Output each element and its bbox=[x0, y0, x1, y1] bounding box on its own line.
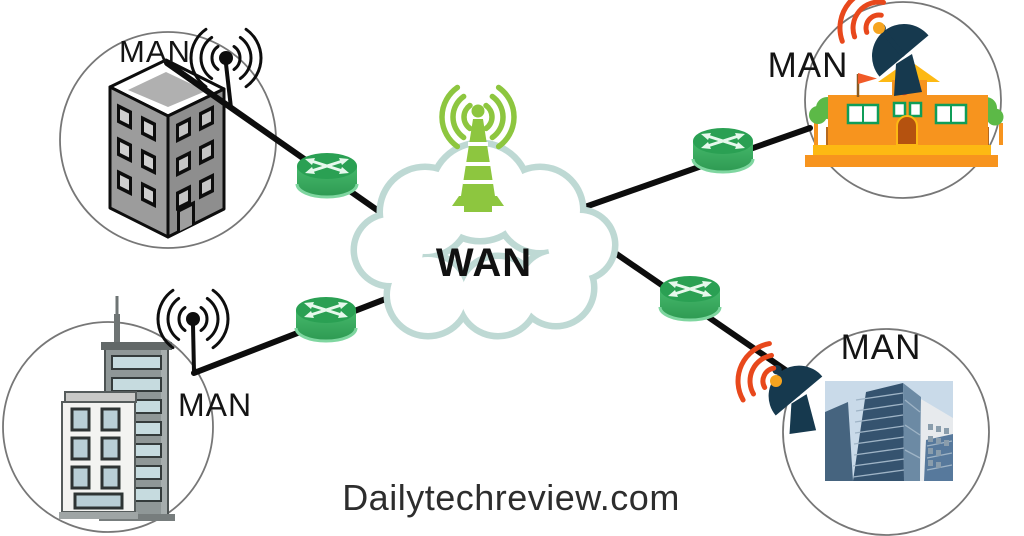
wireless-signal-icon bbox=[837, 0, 886, 44]
left-wall-windows bbox=[117, 103, 156, 209]
link-top-right bbox=[562, 125, 813, 217]
radio-antenna-icon bbox=[156, 288, 230, 373]
router-icon bbox=[691, 126, 755, 174]
site-top-left bbox=[59, 31, 277, 249]
router-icon bbox=[295, 151, 359, 199]
signal-waves-icon bbox=[439, 84, 517, 150]
flag-icon bbox=[858, 73, 877, 84]
wan-label: WAN bbox=[435, 241, 533, 285]
man-label-bottom-right: MAN bbox=[840, 328, 922, 367]
wan-cloud bbox=[350, 139, 619, 340]
router-icon bbox=[658, 274, 722, 322]
office-building-icon bbox=[108, 58, 226, 239]
watermark-text: Dailytechreview.com bbox=[342, 477, 680, 518]
man-label-top-left: MAN bbox=[119, 34, 191, 69]
radio-antenna-icon bbox=[189, 27, 263, 109]
site-bottom-left bbox=[2, 296, 214, 533]
man-label-bottom-left: MAN bbox=[177, 387, 253, 423]
router-icon bbox=[294, 295, 358, 343]
entrance bbox=[73, 492, 124, 510]
right-wall-windows bbox=[176, 104, 214, 233]
skyscraper-photo-icon bbox=[825, 381, 953, 481]
door bbox=[896, 115, 918, 146]
radio-tower-icon bbox=[439, 84, 517, 212]
city-buildings-icon bbox=[59, 296, 175, 521]
wireless-signal-icon bbox=[735, 341, 782, 403]
site-bottom-right bbox=[782, 328, 990, 536]
man-label-top-right: MAN bbox=[767, 46, 849, 85]
